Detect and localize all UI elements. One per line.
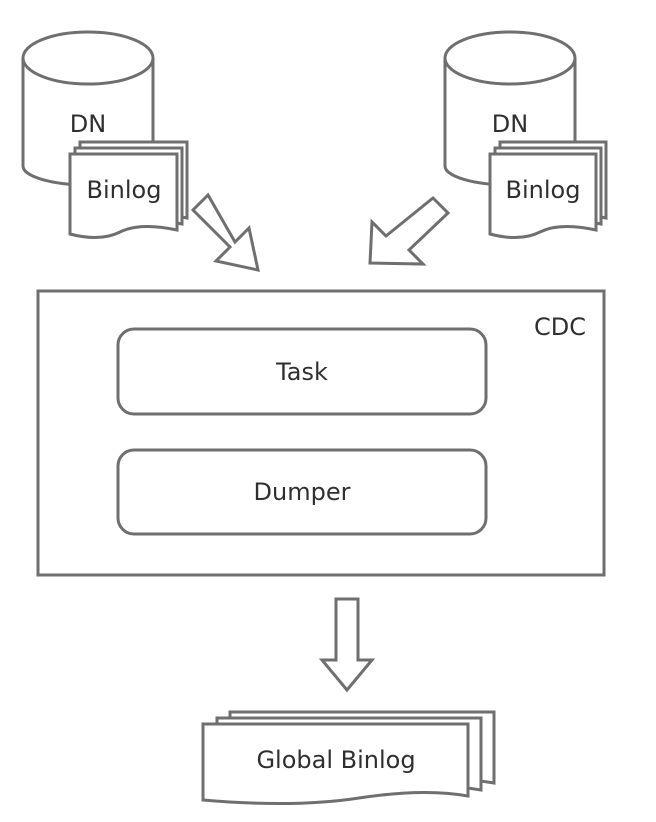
dumper-box	[116, 448, 488, 536]
dn-right-binlog-stack	[488, 140, 608, 239]
arrow-left-to-cdc-icon	[190, 192, 260, 272]
arrow-down-to-global-binlog-icon	[318, 597, 376, 693]
dumper-label: Dumper	[254, 478, 351, 506]
dn-right-binlog-label: Binlog	[506, 176, 581, 204]
arrow-right-to-cdc-icon	[368, 195, 451, 266]
task-label: Task	[275, 358, 328, 386]
cdc-label: CDC	[534, 313, 586, 341]
dn-left-cylinder-top	[21, 30, 155, 86]
binlog-sheet-front	[488, 152, 598, 239]
dn-right-label: DN	[492, 110, 528, 138]
global-binlog-stack	[201, 710, 496, 806]
global-binlog-sheet-front	[201, 722, 470, 806]
dn-left-label: DN	[70, 110, 106, 138]
global-binlog-label: Global Binlog	[256, 746, 415, 774]
dn-right-cylinder-top	[443, 30, 577, 86]
dn-left-binlog-label: Binlog	[87, 176, 162, 204]
task-box	[116, 327, 488, 416]
binlog-sheet-front	[68, 152, 179, 239]
dn-left-binlog-stack	[68, 140, 189, 239]
